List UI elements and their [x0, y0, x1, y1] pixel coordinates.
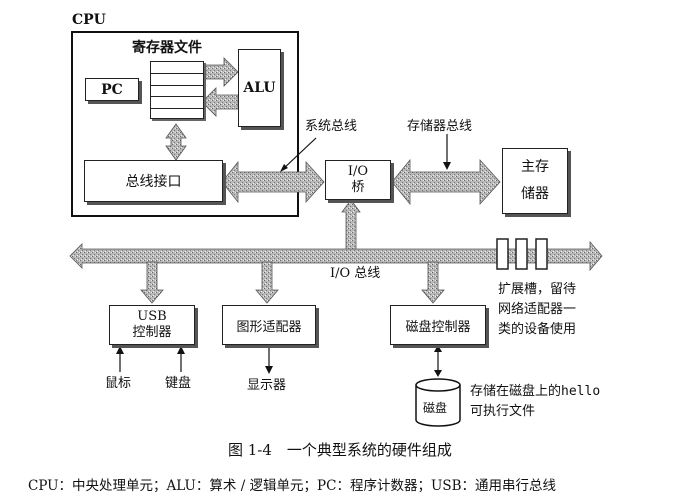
expansion-slot-2	[515, 238, 528, 270]
bus-interface-box: 总线接口	[84, 160, 223, 202]
hello-note-line2: 可执行文件	[470, 403, 536, 419]
io-bridge-label-line2: 桥	[351, 180, 365, 195]
regfile-to-alu-arrow	[201, 57, 239, 87]
expansion-slot-1	[496, 238, 509, 270]
main-memory-label-line1: 主存	[521, 159, 549, 176]
memory-bus-arrow	[391, 158, 501, 206]
hello-filename: hello	[561, 384, 601, 399]
keyboard-label: 键盘	[165, 376, 192, 391]
register-file	[150, 61, 204, 119]
disk-controller-label: 磁盘控制器	[405, 319, 471, 335]
cpu-frame	[71, 31, 299, 217]
expansion-note-line: 网络适配器一	[498, 302, 577, 318]
hello-executable-note: 存储在磁盘上的hello 可执行文件	[470, 382, 600, 421]
system-bus-label: 系统总线	[305, 119, 358, 134]
pc-label: PC	[101, 81, 123, 98]
alu-to-regfile-arrow	[201, 87, 239, 117]
regfile-bus-interface-arrow	[165, 123, 187, 161]
graphics-drop-arrow	[255, 261, 279, 304]
disk-drop-arrow	[421, 261, 445, 304]
usb-controller-label-line1: USB	[137, 309, 167, 325]
alu-label: ALU	[243, 80, 276, 96]
display-label: 显示器	[247, 378, 287, 393]
usb-controller-label-line2: 控制器	[132, 325, 172, 340]
mouse-label: 鼠标	[105, 376, 132, 391]
main-memory-box: 主存 储器	[502, 148, 568, 214]
alu-box: ALU	[238, 49, 281, 127]
usb-drop-arrow	[140, 261, 164, 304]
pc-box: PC	[85, 78, 139, 101]
hello-note-text: 存储在磁盘上的	[470, 384, 562, 399]
expansion-slots-note: 扩展槽，留待 网络适配器一 类的设备使用	[498, 280, 576, 340]
io-bus-label: I/O 总线	[330, 266, 381, 281]
memory-bus-label: 存储器总线	[407, 119, 473, 134]
expansion-note-line: 扩展槽，留待	[498, 282, 577, 297]
expansion-slot-3	[535, 238, 548, 270]
bus-interface-label: 总线接口	[125, 174, 182, 190]
system-bus-pointer	[281, 137, 317, 171]
cpu-label: CPU	[72, 12, 106, 28]
usb-controller-box: USB 控制器	[109, 305, 195, 345]
io-bridge-label-line1: I/O	[347, 164, 369, 180]
register-file-label: 寄存器文件	[132, 40, 202, 56]
io-bus-arrow	[69, 240, 603, 272]
graphics-adapter-label: 图形适配器	[236, 319, 302, 335]
bridge-io-bus-connector	[341, 199, 361, 253]
system-bus-arrow	[221, 160, 325, 204]
io-bridge-box: I/O 桥	[325, 160, 391, 200]
abbreviation-legend: CPU：中央处理单元；ALU：算术 / 逻辑单元；PC：程序计数器；USB：通用…	[28, 478, 556, 494]
disk-label: 磁盘	[423, 401, 448, 415]
disk-cylinder	[415, 385, 461, 427]
main-memory-label-line2: 储器	[521, 186, 549, 202]
expansion-note-line: 类的设备使用	[498, 322, 577, 338]
disk-controller-box: 磁盘控制器	[390, 305, 486, 345]
figure-caption: 图 1-4 一个典型系统的硬件组成	[228, 441, 452, 459]
graphics-adapter-box: 图形适配器	[222, 305, 316, 345]
